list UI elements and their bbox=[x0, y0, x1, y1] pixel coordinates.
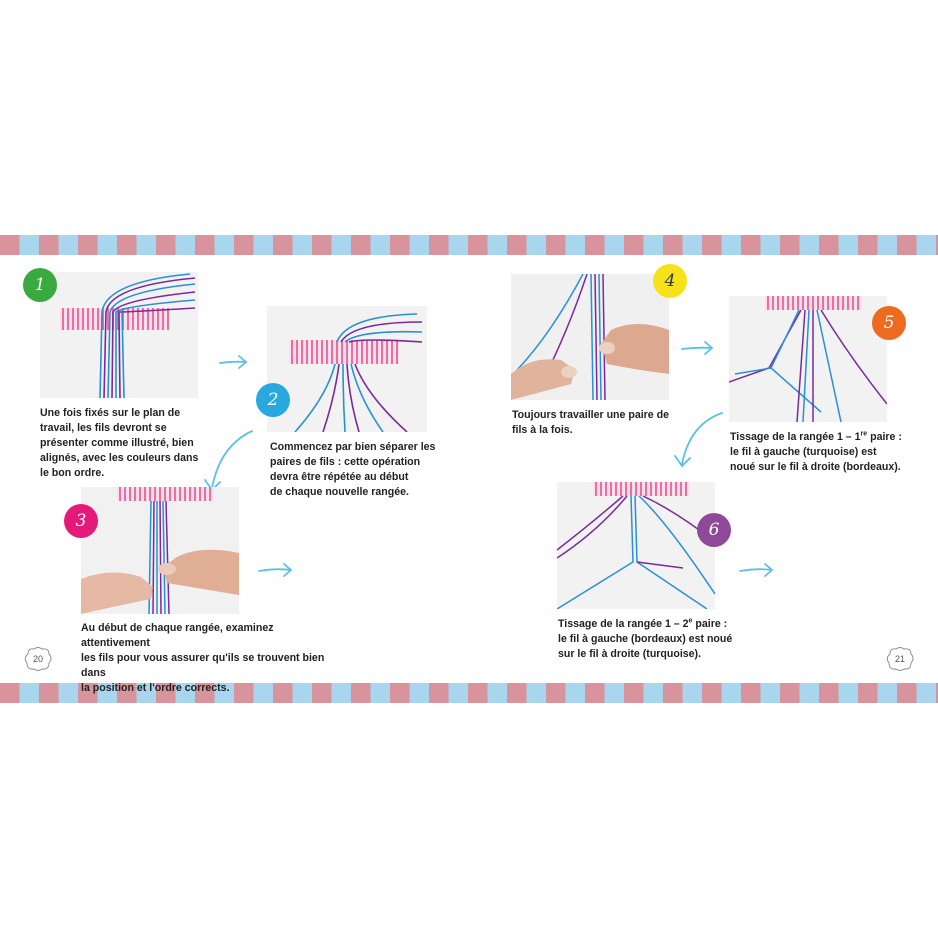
step5-caption: Tissage de la rangée 1 – 1re paire : le … bbox=[730, 430, 902, 473]
arrow-right-icon bbox=[219, 355, 248, 369]
step6-number-badge: 6 bbox=[697, 513, 731, 547]
step4-caption: Toujours travailler une paire de fils à … bbox=[512, 409, 669, 436]
arrow-right-icon bbox=[258, 563, 293, 577]
top-stripe-border bbox=[0, 235, 938, 255]
arrow-right-icon bbox=[681, 341, 714, 355]
page-number-right: 21 bbox=[884, 646, 916, 672]
step3-photo bbox=[81, 487, 239, 614]
step3-number-badge: 3 bbox=[64, 504, 98, 538]
step1-number-badge: 1 bbox=[23, 268, 57, 302]
step5-number-badge: 5 bbox=[872, 306, 906, 340]
step6-photo bbox=[557, 482, 715, 609]
step1-caption: Une fois fixés sur le plan de travail, l… bbox=[40, 407, 199, 479]
page-number-left: 20 bbox=[22, 646, 54, 672]
step4-photo bbox=[511, 274, 669, 400]
step2-photo bbox=[267, 306, 427, 432]
step4-number-badge: 4 bbox=[653, 264, 687, 298]
step1-photo bbox=[40, 272, 198, 398]
step2-caption: Commencez par bien séparer les paires de… bbox=[270, 441, 436, 498]
step3-caption: Au début de chaque rangée, examinez atte… bbox=[81, 622, 325, 694]
step2-number-badge: 2 bbox=[256, 383, 290, 417]
arrow-right-icon bbox=[739, 563, 774, 577]
step5-photo bbox=[729, 296, 887, 422]
curved-arrow-down-left-icon bbox=[674, 412, 723, 468]
bottom-stripe-border bbox=[0, 683, 938, 703]
step6-caption: Tissage de la rangée 1 – 2e paire : le f… bbox=[558, 617, 733, 660]
